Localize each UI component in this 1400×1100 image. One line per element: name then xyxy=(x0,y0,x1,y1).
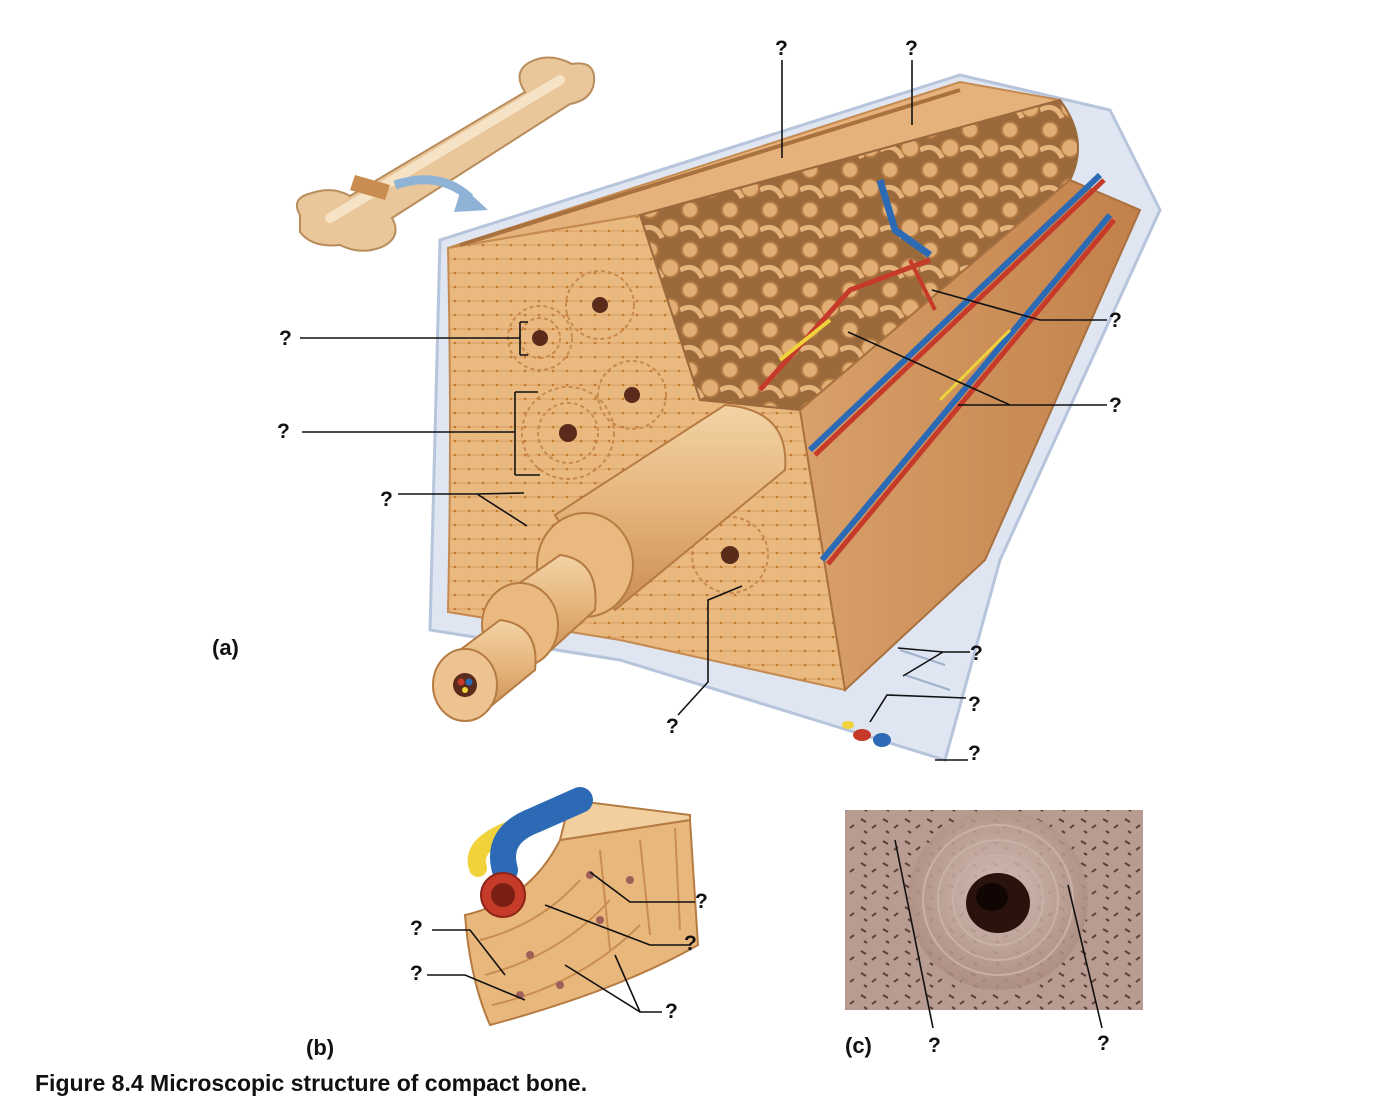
label-b-left-2: ? xyxy=(410,962,423,985)
figure-caption: Figure 8.4 Microscopic structure of comp… xyxy=(35,1070,588,1096)
label-a-periosteum-1: ? xyxy=(970,642,983,665)
label-a-bottom-center: ? xyxy=(666,715,679,738)
compact-bone-side-face xyxy=(798,178,1142,693)
label-a-periosteum-3: ? xyxy=(968,742,981,765)
label-a-osteon-upper: ? xyxy=(279,327,292,350)
leaders-c xyxy=(894,839,1103,1029)
osteon-wedge-illustration xyxy=(463,787,700,1027)
bone-block xyxy=(428,73,1162,762)
osteon-middle xyxy=(521,386,615,480)
side-blood-vessels xyxy=(807,172,1116,566)
label-a-vessel-right-upper: ? xyxy=(1109,309,1122,332)
panel-label-a: (a) xyxy=(212,635,239,660)
leaders-b xyxy=(427,871,695,1013)
label-a-periosteum-2: ? xyxy=(968,693,981,716)
leaders-a xyxy=(300,60,1107,761)
micrograph xyxy=(845,810,1143,1010)
lamellae-tube xyxy=(432,403,787,722)
label-a-top-left: ? xyxy=(775,37,788,60)
label-c-right: ? xyxy=(1097,1032,1110,1055)
panel-label-b: (b) xyxy=(306,1035,334,1060)
spongy-blood-vessels xyxy=(758,178,937,392)
label-b-right-2: ? xyxy=(684,932,697,955)
label-b-right-1: ? xyxy=(695,890,708,913)
osteon-lower xyxy=(691,516,769,594)
label-a-top-right: ? xyxy=(905,37,918,60)
label-b-left-1: ? xyxy=(410,917,423,940)
label-a-vessel-right-lower: ? xyxy=(1109,394,1122,417)
label-c-left: ? xyxy=(928,1034,941,1057)
periosteum-vessels xyxy=(842,649,951,747)
zoom-arrow-head xyxy=(454,186,488,212)
osteon-upper-right xyxy=(565,270,635,340)
lacunae-b xyxy=(516,871,634,999)
panel-label-c: (c) xyxy=(845,1033,872,1058)
label-b-right-3: ? xyxy=(665,1000,678,1023)
label-a-osteon-lower: ? xyxy=(277,420,290,443)
long-bone-thumbnail xyxy=(296,56,596,252)
osteon-right xyxy=(597,360,667,430)
label-a-lamellae-tube: ? xyxy=(380,488,393,511)
